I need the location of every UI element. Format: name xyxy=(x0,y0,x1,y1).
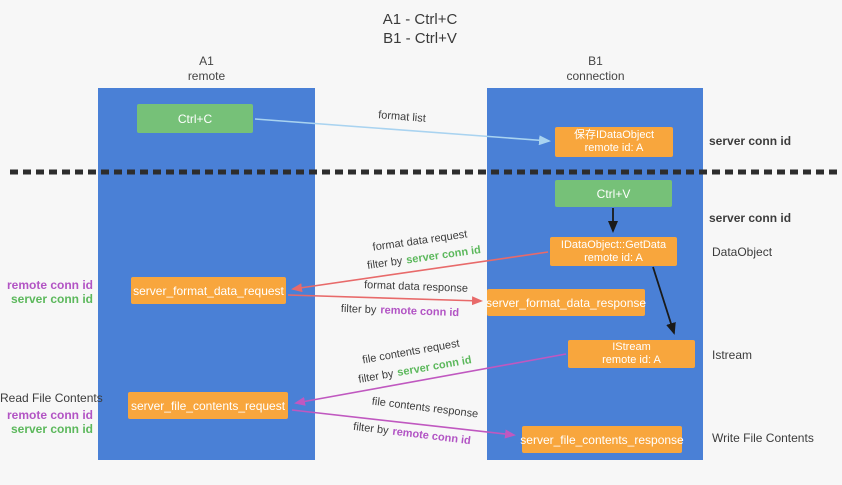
format-list-label: format list xyxy=(377,109,427,125)
read-file-contents-label: Read File Contents xyxy=(0,391,103,405)
remote-conn-id-label: remote conn id xyxy=(6,278,93,292)
node-sublabel: remote id: A xyxy=(602,354,661,366)
remote-conn-id-text: remote conn id xyxy=(391,425,472,448)
column-role: connection xyxy=(566,69,625,83)
node-ctrl-v: Ctrl+V xyxy=(555,180,672,207)
file-contents-response-label: file contents response xyxy=(371,395,479,421)
server-conn-id-label: server conn id xyxy=(709,211,792,225)
node-label: 保存IDataObject xyxy=(573,129,655,141)
node-sublabel: remote id: A xyxy=(584,142,644,154)
node-istream: IStream remote id: A xyxy=(568,340,695,368)
format-data-response-label: format data response xyxy=(363,279,469,295)
node-label: server_format_data_request xyxy=(133,283,284,298)
server-conn-id-label: server conn id xyxy=(709,134,792,148)
node-save-idataobject: 保存IDataObject remote id: A xyxy=(555,127,673,157)
column-role: remote xyxy=(187,69,226,83)
node-label: server_file_contents_response xyxy=(520,432,684,447)
title-line-2: B1 - Ctrl+V xyxy=(383,30,457,47)
filter-by-text: filter by xyxy=(366,255,404,272)
node-label: Ctrl+C xyxy=(177,111,213,126)
node-server-file-contents-response: server_file_contents_response xyxy=(520,426,684,453)
node-server-format-data-response: server_format_data_response xyxy=(485,289,647,316)
dataobject-label: DataObject xyxy=(712,245,773,259)
diagram-title: A1 - Ctrl+C B1 - Ctrl+V xyxy=(310,10,530,48)
column-header-b1: B1 connection xyxy=(535,54,656,84)
server-conn-id-label: server conn id xyxy=(10,292,93,306)
server-conn-id-label: server conn id xyxy=(10,422,93,436)
filter-by-text: filter by xyxy=(352,420,390,438)
format-data-response-arrow xyxy=(287,294,483,306)
istream-label: Istream xyxy=(712,348,753,362)
write-file-contents-label: Write File Contents xyxy=(712,431,814,445)
node-server-file-contents-request: server_file_contents_request xyxy=(128,392,288,419)
node-label: server_format_data_response xyxy=(485,295,647,310)
node-label: server_file_contents_request xyxy=(130,398,286,413)
node-idataobject-getdata: IDataObject::GetData remote id: A xyxy=(550,237,677,266)
filter-by-text: filter by xyxy=(340,302,377,317)
format-request-conn-ids: remote conn id server conn id xyxy=(0,278,93,306)
title-line-1: A1 - Ctrl+C xyxy=(382,11,458,28)
column-name: B1 xyxy=(588,54,603,68)
column-name: A1 xyxy=(199,54,214,68)
node-label: Ctrl+V xyxy=(596,186,631,201)
node-sublabel: remote id: A xyxy=(584,251,643,264)
filter-by-text: filter by xyxy=(357,367,395,386)
node-label: IDataObject::GetData xyxy=(560,238,667,251)
file-request-conn-ids: Read File Contents remote conn id server… xyxy=(0,391,103,436)
node-server-format-data-request: server_format_data_request xyxy=(131,277,286,304)
remote-conn-id-label: remote conn id xyxy=(6,408,93,422)
node-ctrl-c: Ctrl+C xyxy=(137,104,253,133)
column-header-a1: A1 remote xyxy=(146,54,267,84)
remote-conn-id-text: remote conn id xyxy=(380,304,460,320)
node-label: IStream xyxy=(612,341,651,353)
